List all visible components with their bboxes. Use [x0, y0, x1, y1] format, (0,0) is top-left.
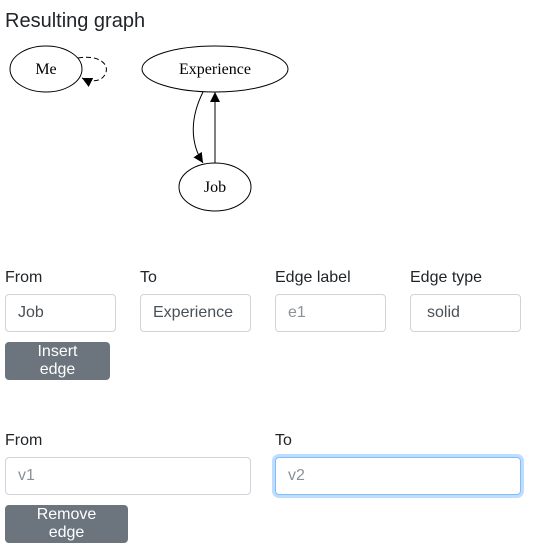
node-me: Me: [9, 45, 83, 93]
edge-type-input[interactable]: [410, 294, 521, 332]
insert-to-label: To: [140, 269, 157, 286]
insert-from-input[interactable]: [5, 294, 116, 332]
edge-type-label: Edge type: [410, 269, 483, 286]
graph-heading: Resulting graph: [5, 10, 146, 32]
insert-from-label: From: [5, 269, 43, 286]
node-job-label: Job: [204, 179, 226, 196]
insert-edge-button[interactable]: Insert edge: [5, 342, 110, 380]
node-experience-label: Experience: [179, 61, 251, 78]
node-job: Job: [178, 162, 252, 212]
graph-canvas: Me Experience Job: [9, 45, 289, 212]
node-me-label: Me: [35, 61, 56, 78]
remove-to-label: To: [275, 432, 292, 449]
remove-edge-button[interactable]: Remove edge: [5, 505, 128, 543]
edge-label-label: Edge label: [275, 269, 351, 286]
edge-label-input[interactable]: [275, 294, 386, 332]
node-experience: Experience: [141, 45, 289, 93]
remove-to-input[interactable]: [275, 457, 521, 495]
edge-me-self-loop: [77, 56, 107, 87]
edge-experience-to-job: [192, 91, 204, 164]
remove-from-input[interactable]: [5, 457, 251, 495]
remove-from-label: From: [5, 432, 43, 449]
insert-to-input[interactable]: [140, 294, 251, 332]
